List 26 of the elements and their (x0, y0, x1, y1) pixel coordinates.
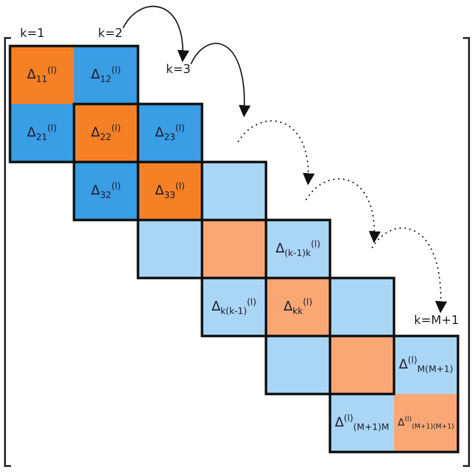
matrix-block (10, 46, 74, 104)
matrix-block (202, 278, 266, 336)
matrix-block (330, 336, 394, 394)
matrix-block (74, 46, 138, 104)
matrix-block (266, 278, 330, 336)
matrix-block (330, 394, 394, 452)
matrix-block (138, 162, 202, 220)
arrow (190, 43, 250, 118)
arrow (371, 228, 447, 314)
matrix-block (394, 336, 458, 394)
matrix-block (394, 394, 458, 452)
matrix-block (74, 162, 138, 220)
index-label: k=1 (20, 26, 45, 40)
matrix-block (202, 162, 266, 220)
matrix-block (266, 336, 330, 394)
arrow (122, 6, 189, 62)
matrix-block (74, 104, 138, 162)
index-label: k=2 (98, 26, 123, 40)
index-label: k=3 (166, 62, 191, 76)
matrix-block (10, 104, 74, 162)
matrix-block (330, 278, 394, 336)
matrix-block (138, 104, 202, 162)
matrix-block (202, 220, 266, 278)
matrix-block (266, 220, 330, 278)
matrix-block (138, 220, 202, 278)
index-label: k=M+1 (414, 313, 460, 327)
